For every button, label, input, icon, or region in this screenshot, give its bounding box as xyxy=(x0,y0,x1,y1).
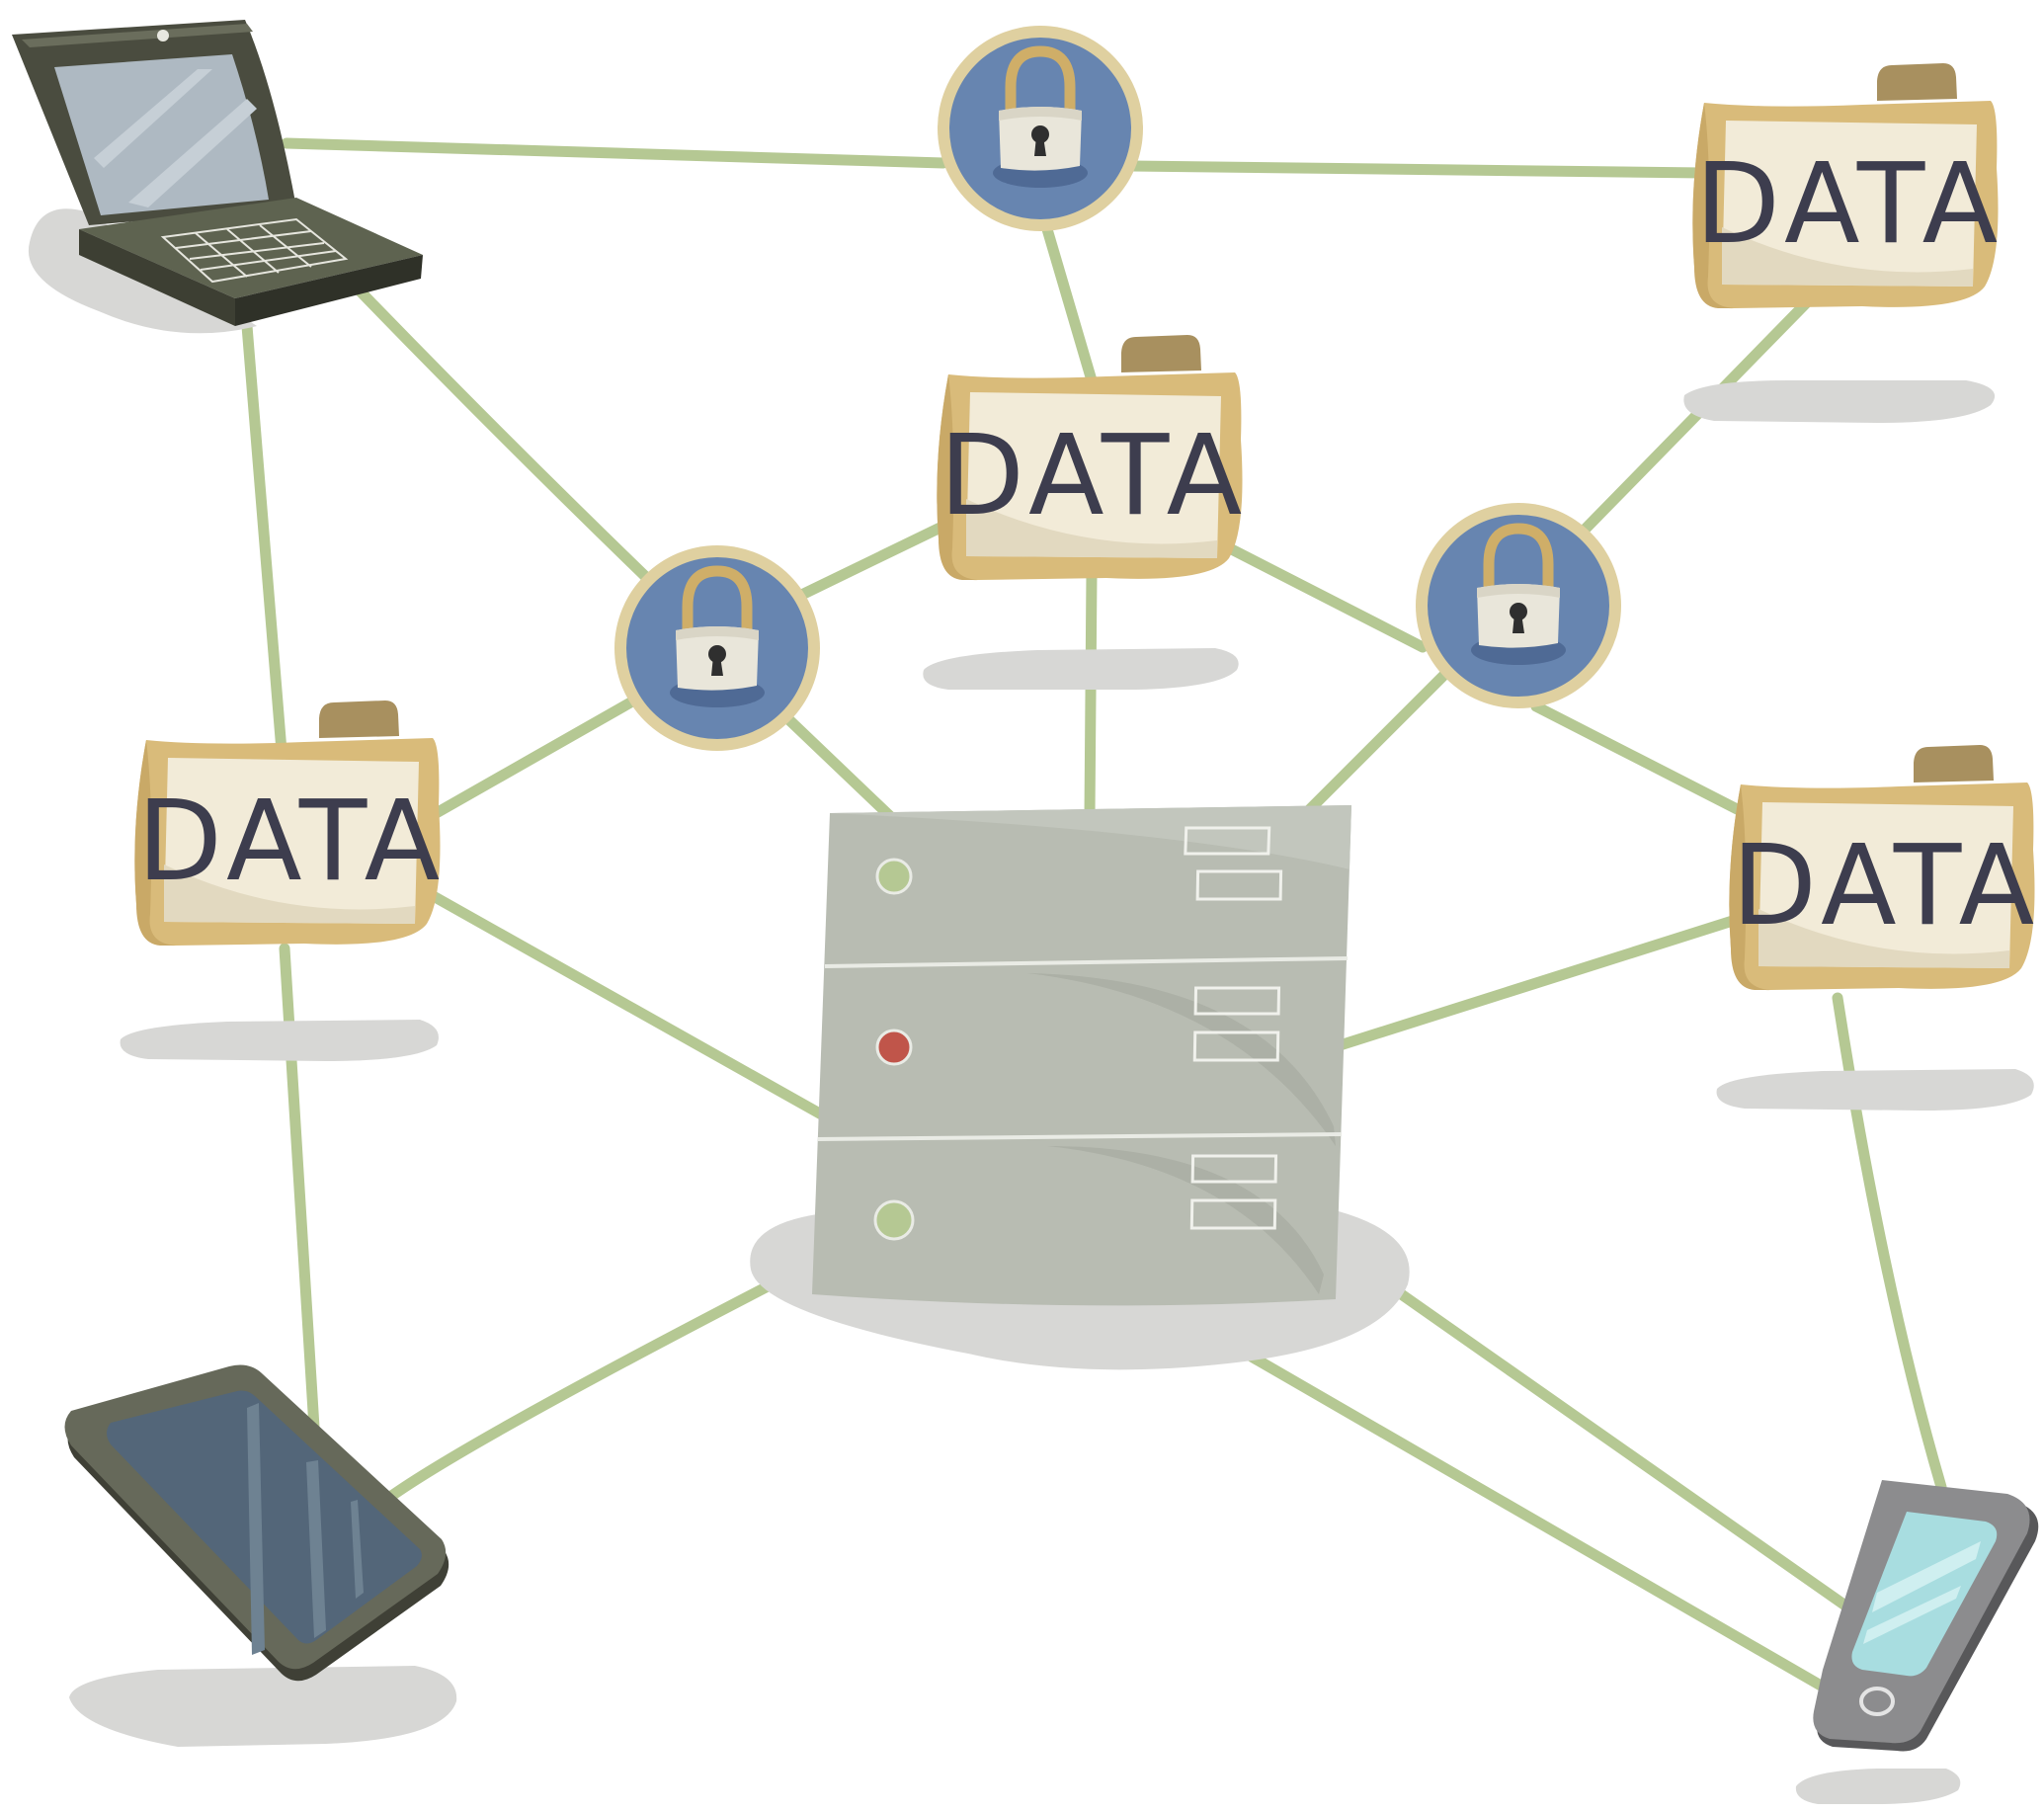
connector-lock-left-folder-center xyxy=(779,518,954,609)
laptop-camera xyxy=(157,30,169,41)
server[interactable] xyxy=(812,805,1351,1306)
server-status-light-green xyxy=(875,858,913,895)
connector-server-phone-a xyxy=(1318,1234,1858,1616)
lock-icon xyxy=(614,545,820,751)
laptop-keyboard-grid xyxy=(160,217,349,284)
tablet-shadow xyxy=(69,1666,457,1747)
folder-label: DATA xyxy=(137,778,447,906)
folder-label: DATA xyxy=(1732,822,2041,950)
lock-node-top[interactable] xyxy=(938,26,1143,231)
connector-laptop-folder-left xyxy=(241,320,287,757)
server-status-light-red xyxy=(875,1029,913,1066)
connector-lines xyxy=(241,137,1947,1695)
smartphone-home-button xyxy=(1859,1687,1895,1716)
connector-server-phone-b xyxy=(1155,1298,1834,1695)
connector-folder-center-lock-right xyxy=(1214,537,1429,653)
data-folder-center-top[interactable]: DATA xyxy=(937,335,1249,581)
data-folder-right[interactable]: DATA xyxy=(1729,745,2041,991)
connector-folder-center-server xyxy=(1084,567,1098,821)
folder-left-shadow xyxy=(120,1020,439,1061)
folder-tr-shadow xyxy=(1683,380,1996,423)
connector-lock-top-folder-tr xyxy=(1125,160,1710,179)
data-folder-left[interactable]: DATA xyxy=(134,700,447,947)
connector-folder-left-tablet xyxy=(279,943,320,1434)
tablet-device[interactable] xyxy=(64,1364,450,1682)
server-divider-2 xyxy=(817,1132,1343,1141)
laptop-device[interactable] xyxy=(12,20,423,326)
folder-center-shadow xyxy=(923,648,1239,690)
phone-shadow xyxy=(1795,1769,1961,1804)
lock-icon xyxy=(938,26,1143,231)
connector-folder-left-server xyxy=(424,888,831,1122)
lock-icon xyxy=(1416,503,1621,708)
server-divider-1 xyxy=(824,956,1349,968)
lock-node-left[interactable] xyxy=(614,545,820,751)
connector-laptop-lock-top xyxy=(281,137,949,169)
folder-label: DATA xyxy=(1695,140,2004,269)
connector-laptop-lock-left xyxy=(350,281,658,589)
connector-server-folder-right xyxy=(1328,913,1745,1053)
connector-folder-left-lock-left xyxy=(427,696,638,821)
lock-node-right[interactable] xyxy=(1416,503,1621,708)
connector-lock-right-server xyxy=(1303,666,1453,816)
tablet-screen xyxy=(107,1390,422,1644)
server-drive-bays xyxy=(1184,826,1283,1230)
folder-right-shadow xyxy=(1716,1069,2034,1111)
connector-lock-top-folder-center xyxy=(1036,206,1098,386)
laptop-screen xyxy=(54,54,269,215)
connector-lock-left-server xyxy=(779,710,900,826)
server-status-light-green-2 xyxy=(873,1199,915,1241)
data-folder-top-right[interactable]: DATA xyxy=(1692,63,2004,309)
connector-tablet-server xyxy=(384,1264,806,1503)
folder-label: DATA xyxy=(940,412,1249,540)
smartphone-device[interactable] xyxy=(1813,1480,2039,1752)
connector-lock-right-folder-right xyxy=(1530,700,1755,821)
